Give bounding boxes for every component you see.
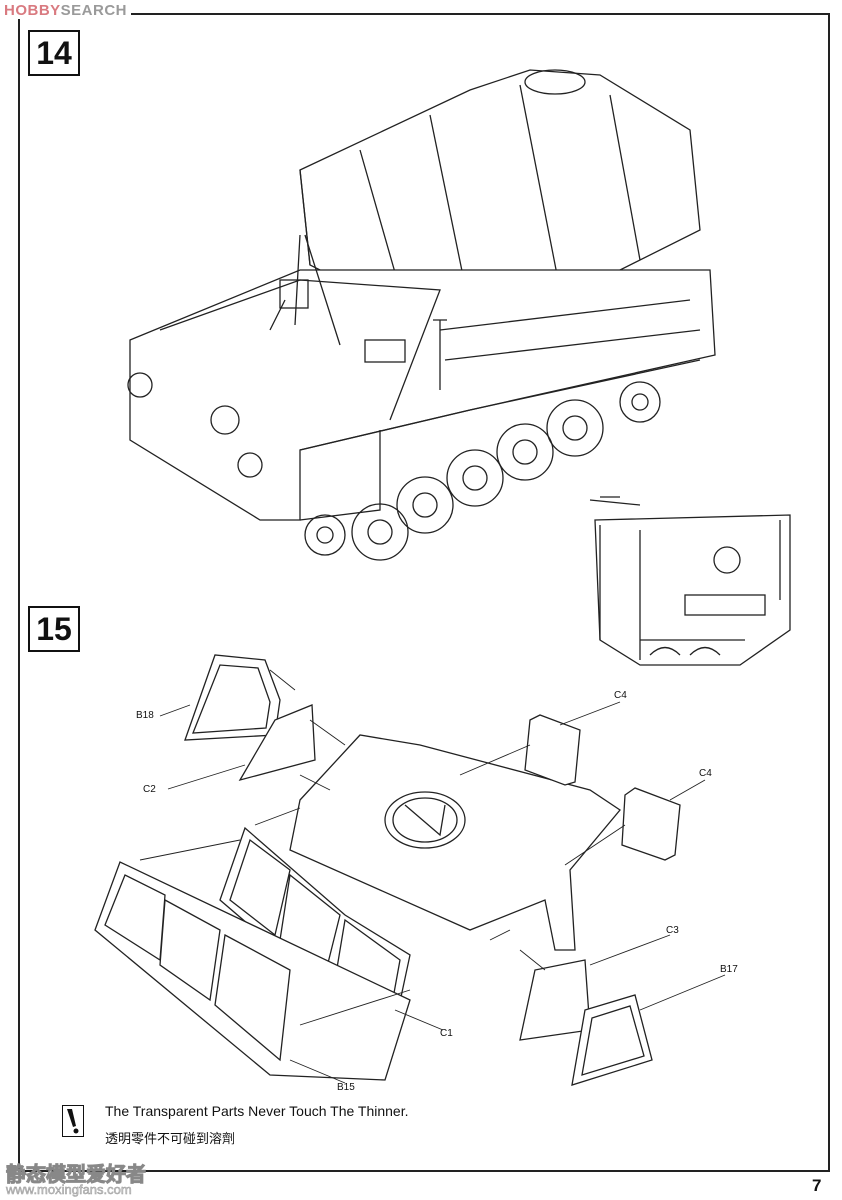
step-14-number: 14	[28, 30, 80, 76]
label-b15: B15	[337, 1082, 355, 1093]
label-c4-right: C4	[699, 768, 712, 779]
parts-exploded-view	[94, 654, 681, 1086]
label-c3: C3	[666, 925, 679, 936]
watermark-brand: HOBBY	[4, 2, 61, 19]
hobbysearch-watermark: HOBBYSEARCH	[4, 2, 132, 19]
step-15-number: 15	[28, 606, 80, 652]
page-number: 7	[812, 1176, 822, 1195]
road-wheels	[304, 381, 661, 561]
vehicle-drawing	[127, 69, 716, 561]
label-b18: B18	[136, 710, 154, 721]
page-border	[18, 13, 830, 1172]
label-c1: C1	[440, 1028, 453, 1039]
label-c2: C2	[143, 784, 156, 795]
moxingfans-watermark: 静态模型爱好者	[6, 1164, 147, 1187]
note-chinese: 透明零件不可碰到溶劑	[105, 1132, 236, 1147]
inset-vehicle-view	[589, 496, 791, 666]
note-english: The Transparent Parts Never Touch The Th…	[105, 1103, 409, 1119]
moxingfans-url: www.moxingfans.com	[6, 1182, 132, 1198]
leader-lines	[139, 669, 726, 1084]
watermark-suffix: SEARCH	[60, 2, 128, 19]
warning-icon	[62, 1105, 84, 1137]
label-b17: B17	[720, 964, 738, 975]
label-c4-top: C4	[614, 690, 627, 701]
